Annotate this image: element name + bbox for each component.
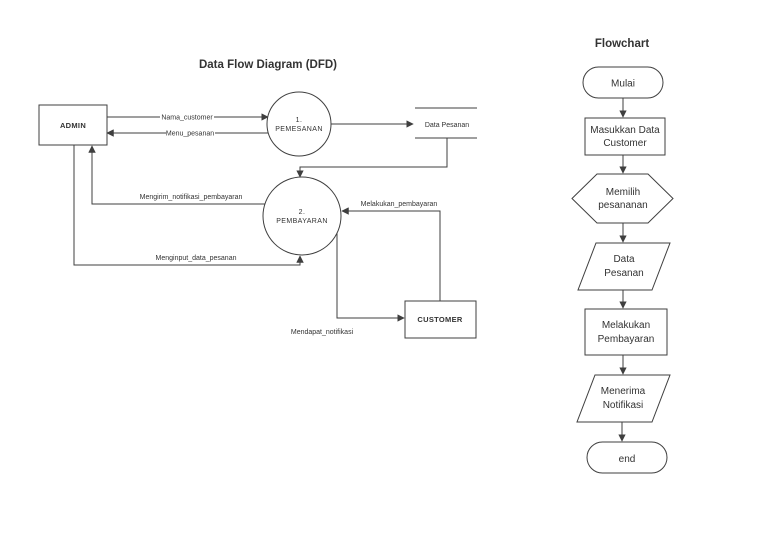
flow-line-mengirim-notifikasi xyxy=(88,145,265,205)
flowchart-connectors xyxy=(618,98,627,442)
fc-node-start: Mulai xyxy=(582,66,664,99)
payment-box xyxy=(584,308,668,356)
dfd-flows xyxy=(73,113,448,322)
admin-box xyxy=(38,104,108,146)
choose-order-line2: pesananan xyxy=(598,200,648,211)
customer-box xyxy=(404,300,477,339)
dfd-diagram: Data Flow Diagram (DFD) Nama_customer xyxy=(38,59,477,339)
customer-label: CUSTOMER xyxy=(417,315,462,324)
data-pesanan-line1: Data xyxy=(613,254,635,265)
pembayaran-name: PEMBAYARAN xyxy=(276,218,328,225)
dfd-flow-labels: Nama_customer Menu_pesanan Mengirim_noti… xyxy=(140,112,438,336)
dfd-title: Data Flow Diagram (DFD) xyxy=(199,59,337,71)
data-pesanan-parallelogram xyxy=(577,242,671,291)
end-terminator xyxy=(586,441,668,474)
flow-label-menu-pesanan: Menu_pesanan xyxy=(166,131,214,138)
fc-node-data-pesanan: Data Pesanan xyxy=(577,242,671,291)
label-bg xyxy=(166,128,215,137)
notification-line2: Notifikasi xyxy=(603,400,644,411)
dfd-process-pemesanan: 1. PEMESANAN xyxy=(266,91,332,157)
notification-parallelogram xyxy=(576,374,671,423)
fc-node-payment: Melakukan Pembayaran xyxy=(584,308,668,356)
dfd-datastore-data-pesanan: Data Pesanan xyxy=(415,107,477,139)
payment-line2: Pembayaran xyxy=(598,334,655,345)
flow-line-melakukan-pembayaran xyxy=(341,207,441,301)
fc-node-choose-order: Memilih pesananan xyxy=(571,173,674,224)
flowchart-title: Flowchart xyxy=(595,38,649,50)
flow-label-nama-customer: Nama_customer xyxy=(161,115,213,122)
pemesanan-number: 1. xyxy=(296,117,303,124)
flow-label-melakukan-pembayaran: Melakukan_pembayaran xyxy=(361,201,438,208)
fc-node-notification: Menerima Notifikasi xyxy=(576,374,671,423)
pemesanan-name: PEMESANAN xyxy=(275,126,323,133)
choose-order-line1: Memilih xyxy=(606,187,640,198)
data-pesanan-line2: Pesanan xyxy=(604,268,643,279)
input-customer-line1: Masukkan Data xyxy=(590,125,660,136)
payment-line1: Melakukan xyxy=(602,320,650,331)
flow-label-mendapat-notifikasi: Mendapat_notifikasi xyxy=(291,329,354,336)
input-customer-line2: Customer xyxy=(603,138,647,149)
flow-line-datastore-to-pembayaran xyxy=(296,138,448,178)
dfd-process-pembayaran: 2. PEMBAYARAN xyxy=(262,176,342,256)
flowchart-diagram: Flowchart Mulai Masukkan Data Customer M… xyxy=(571,38,674,474)
label-bg xyxy=(160,112,214,121)
flow-line-mendapat-notifikasi xyxy=(336,233,405,322)
input-customer-box xyxy=(584,117,666,156)
notification-line1: Menerima xyxy=(601,386,646,397)
datastore-label: Data Pesanan xyxy=(425,122,469,129)
pembayaran-number: 2. xyxy=(299,209,306,216)
end-label: end xyxy=(619,454,636,465)
flow-label-mengirim-notifikasi: Mengirim_notifikasi_pembayaran xyxy=(140,194,243,201)
fc-node-end: end xyxy=(586,441,668,474)
dfd-entity-customer: CUSTOMER xyxy=(404,300,477,339)
flow-line-menginput-data xyxy=(73,145,304,266)
flow-label-menginput-data: Menginput_data_pesanan xyxy=(156,255,237,262)
start-label: Mulai xyxy=(611,79,635,90)
dfd-entity-admin: ADMIN xyxy=(38,104,108,146)
choose-order-hexagon xyxy=(571,173,674,224)
start-terminator xyxy=(582,66,664,99)
fc-node-input-customer: Masukkan Data Customer xyxy=(584,117,666,156)
pemesanan-circle xyxy=(266,91,332,157)
admin-label: ADMIN xyxy=(60,121,86,130)
pembayaran-circle xyxy=(262,176,342,256)
